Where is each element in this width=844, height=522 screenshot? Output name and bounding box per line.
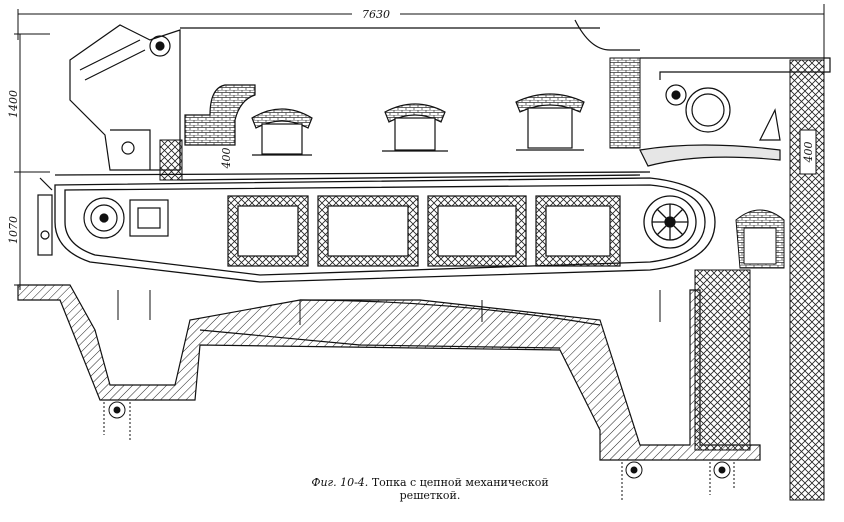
front-controls — [37, 177, 53, 256]
rear-sprocket — [643, 195, 697, 249]
caption-text-line2: решеткой. — [399, 489, 461, 502]
arch-2 — [382, 103, 448, 152]
brick-column — [609, 57, 641, 149]
wall-label: 400 — [802, 142, 815, 164]
grate-panels — [227, 195, 621, 267]
rear-arch — [574, 19, 640, 51]
air-duct — [184, 84, 256, 146]
gate-block — [159, 139, 183, 181]
ash-pit — [17, 284, 761, 461]
length-label: 7630 — [362, 8, 390, 21]
length-dimension: 7630 — [17, 4, 825, 60]
side-masonry — [694, 269, 751, 451]
gap-label: 400 — [220, 148, 233, 170]
arch-1 — [251, 108, 313, 156]
air-valves — [117, 290, 661, 325]
height-lower-label: 1070 — [7, 216, 20, 244]
caption-label: Фиг. 10-4. — [311, 476, 369, 489]
figure-caption: Фиг. 10-4. Топка с цепной механической р… — [220, 476, 640, 502]
height-upper-label: 1400 — [7, 90, 20, 118]
rear-mechanism — [639, 84, 781, 167]
inspection-arches — [251, 93, 585, 156]
front-sprocket — [83, 197, 169, 239]
rear-wall — [789, 59, 825, 501]
height-dimensions: 1400 1070 — [7, 33, 50, 290]
support-chains — [103, 401, 735, 500]
caption-text: Топка с цепной механической — [371, 476, 549, 489]
arch-3 — [515, 93, 585, 151]
